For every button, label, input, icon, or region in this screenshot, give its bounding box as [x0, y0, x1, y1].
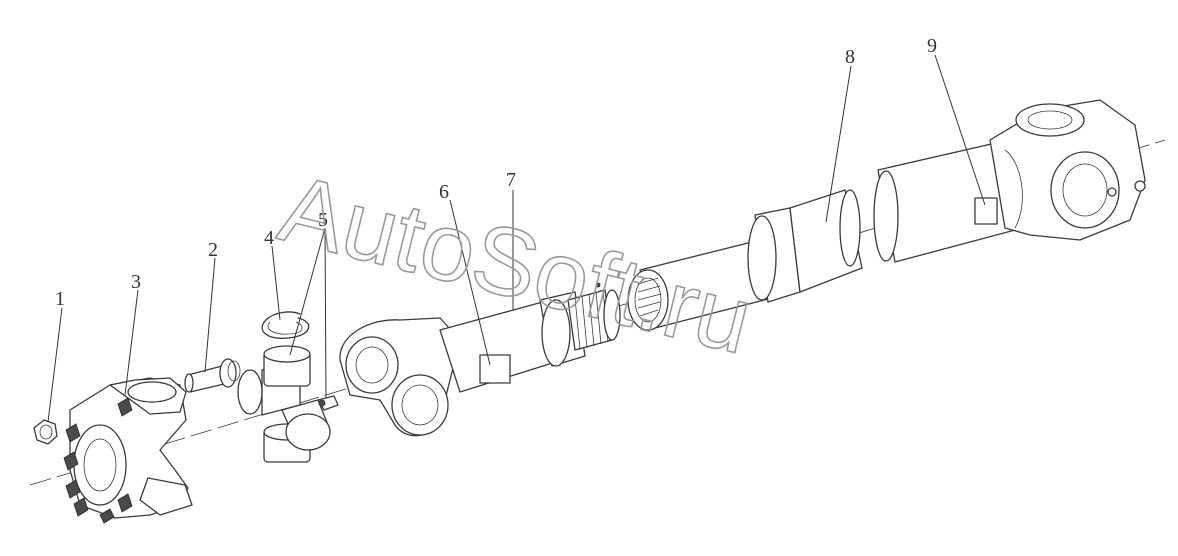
- part-5-universal-joint-cross: [237, 345, 339, 463]
- callout-3: 3: [131, 271, 141, 293]
- spline-sleeve: [627, 239, 773, 331]
- callout-7: 7: [506, 169, 516, 191]
- part-6-slip-yoke: [339, 299, 563, 437]
- part-2-bolt: [184, 358, 241, 393]
- part-4-snap-ring: [261, 311, 310, 339]
- callouts: 1 3 2 4 5 6 7 8 9: [55, 35, 937, 310]
- part-1-nut: [33, 419, 58, 445]
- callout-6: 6: [439, 181, 449, 203]
- callout-9: 9: [927, 35, 937, 57]
- leader-lines: [47, 54, 986, 423]
- part-8-shaft-tube: [747, 189, 863, 303]
- callout-1: 1: [55, 288, 65, 310]
- part-3-flange-yoke: [63, 377, 193, 524]
- part-7-spline-shaft: [539, 282, 621, 367]
- part-9-tube-and-weld-yoke: [873, 99, 1146, 263]
- callout-4: 4: [264, 227, 274, 249]
- callout-2: 2: [208, 239, 218, 261]
- callout-8: 8: [845, 46, 855, 68]
- callout-5: 5: [318, 209, 328, 231]
